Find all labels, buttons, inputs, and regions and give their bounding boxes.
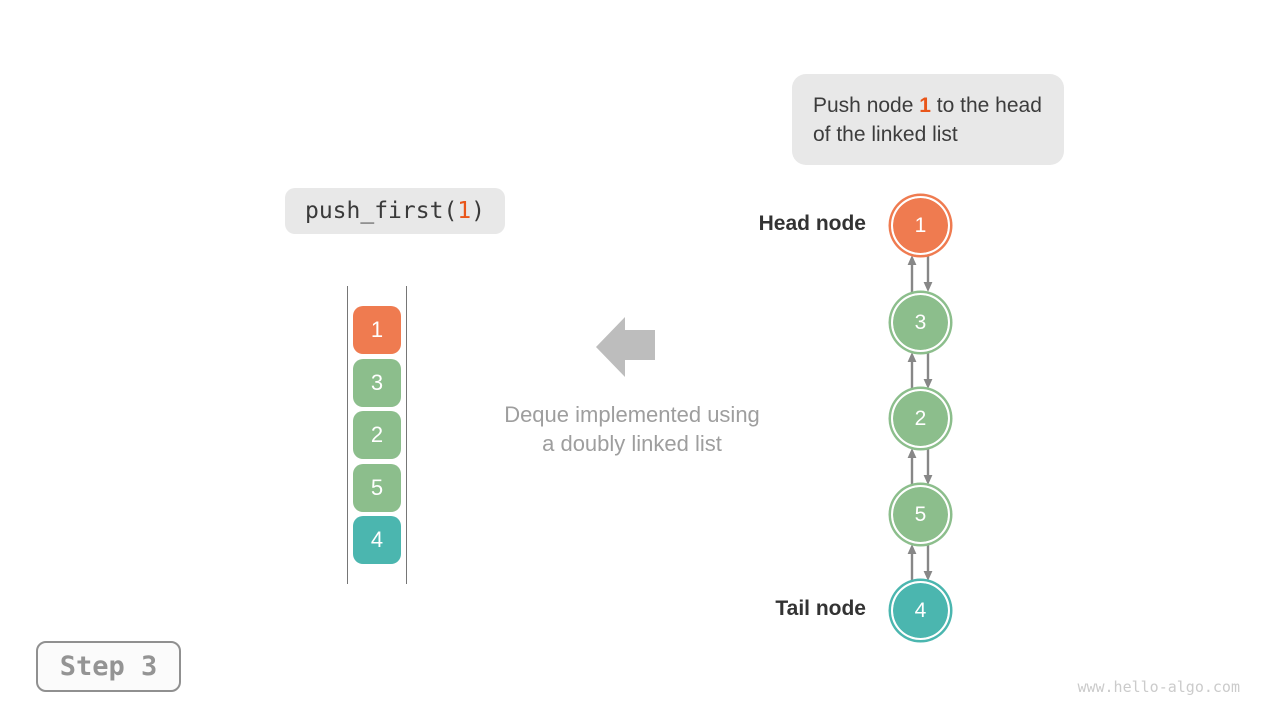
instruction-text: Push node 1 to the head of the linked li… [813,91,1043,149]
linked-list-node-head: 1 [891,196,950,255]
code-suffix: ) [471,198,486,224]
up-arrow-icon [907,352,917,389]
deque-item-value: 1 [370,317,384,342]
instruction-suffix: to the head of the linked list [813,93,1042,146]
instruction-highlight: 1 [919,93,931,117]
down-arrow-icon [923,544,933,581]
deque-item-value: 2 [370,422,384,447]
deque-caption-line1: Deque implemented using [504,402,760,427]
down-arrow-icon [923,448,933,485]
left-block-arrow-icon [596,317,655,377]
deque-stack: 1 3 2 5 4 [347,286,407,584]
linked-list-node: 5 [891,485,950,544]
down-arrow-icon [923,352,933,389]
code-arg-highlight: 1 [457,198,472,224]
node-value: 3 [914,310,927,334]
deque-caption: Deque implemented using a doubly linked … [452,400,812,458]
node-value: 1 [914,213,927,237]
deque-item-value: 4 [370,527,384,552]
head-node-label: Head node [758,212,866,235]
deque-stack-item: 1 [353,306,401,354]
node-value: 5 [914,502,927,526]
down-arrow-icon [923,255,933,292]
step-badge: Step 3 [36,641,181,692]
watermark: www.hello-algo.com [1077,678,1240,696]
function-call-badge: push_first(1) [285,188,505,234]
node-value: 4 [914,598,927,622]
linked-list-node-tail: 4 [891,581,950,640]
code-prefix: push_first( [304,198,458,224]
doubly-linked-arrows [907,255,933,581]
linked-list-node: 3 [891,293,950,352]
deque-caption-line2: a doubly linked list [542,431,722,456]
deque-stack-item: 4 [353,516,401,564]
up-arrow-icon [907,255,917,292]
deque-item-value: 3 [370,369,384,395]
deque-item-value: 5 [370,474,384,500]
deque-stack-item: 3 [353,358,401,407]
tail-node-label: Tail node [775,597,866,620]
up-arrow-icon [907,544,917,581]
deque-stack-item: 2 [353,411,401,459]
deque-stack-item: 5 [353,463,401,512]
up-arrow-icon [907,448,917,485]
instruction-prefix: Push node [813,93,920,117]
node-value: 2 [914,406,927,430]
instruction-callout: Push node 1 to the head of the linked li… [792,74,1064,165]
linked-list-node: 2 [891,389,950,448]
